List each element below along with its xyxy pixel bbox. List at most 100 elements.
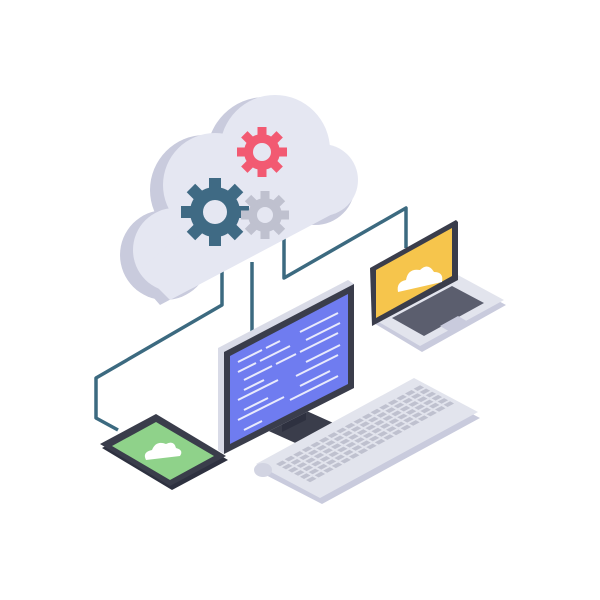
laptop-icon xyxy=(370,220,506,352)
keyboard-key xyxy=(284,455,296,462)
cloud-icon xyxy=(144,442,182,460)
keyboard-key xyxy=(349,453,360,459)
keyboard-key xyxy=(299,454,310,460)
keyboard-key xyxy=(443,401,455,407)
keyboard-key xyxy=(306,476,317,483)
keyboard-key xyxy=(400,424,412,431)
keyboard-key xyxy=(370,408,382,415)
keyboard-key xyxy=(302,465,314,472)
cloud-icon xyxy=(120,95,358,305)
keyboard-key xyxy=(319,437,330,443)
keyboard-keys xyxy=(276,385,455,483)
keyboard-key xyxy=(362,432,374,439)
keyboard-key xyxy=(313,452,325,459)
gear-icon-red xyxy=(226,116,298,188)
keyboard-key xyxy=(317,463,328,470)
keyboard-key xyxy=(334,454,345,461)
cloud-icon xyxy=(397,266,443,292)
keyboard-key xyxy=(408,401,419,407)
keyboard-key xyxy=(294,470,305,476)
keyboard-key xyxy=(376,412,388,418)
keyboard-key xyxy=(405,409,417,415)
keyboard-key xyxy=(331,462,343,469)
keyboard-key xyxy=(308,468,320,475)
keyboard-key xyxy=(385,407,396,413)
keyboard-key xyxy=(402,397,413,404)
keyboard-key xyxy=(388,418,400,425)
keyboard-key xyxy=(397,413,408,420)
keyboard-key xyxy=(405,390,416,396)
keyboard-key xyxy=(319,456,331,462)
gear-icon-grey xyxy=(231,181,299,249)
keyboard-key xyxy=(290,459,302,465)
keyboard-key xyxy=(350,426,362,432)
keyboard-key xyxy=(435,406,446,412)
keyboard-key xyxy=(409,420,420,426)
keyboard-key xyxy=(371,427,382,434)
keyboard-key xyxy=(362,413,373,420)
keyboard-key xyxy=(288,466,299,473)
keyboard-key xyxy=(423,399,434,406)
keyboard-key xyxy=(411,412,423,418)
keyboard-key xyxy=(383,434,394,440)
keyboard-key xyxy=(310,441,321,448)
keyboard-key xyxy=(403,416,414,423)
connector-tablet xyxy=(94,265,224,432)
keyboard-key xyxy=(336,427,347,434)
keyboard-key xyxy=(426,410,437,417)
keyboard-key xyxy=(325,459,337,465)
keyboard-key xyxy=(343,449,354,456)
keyboard-key xyxy=(345,441,357,448)
keyboard-key xyxy=(413,385,425,391)
keyboard-key xyxy=(339,438,351,445)
keyboard-key xyxy=(396,394,407,401)
keyboard-key xyxy=(307,449,319,456)
keyboard-key xyxy=(431,394,443,401)
keyboard-key xyxy=(323,467,334,473)
keyboard-key xyxy=(386,426,397,432)
keyboard-key xyxy=(337,446,348,453)
keyboard-key xyxy=(316,444,327,451)
keyboard-key xyxy=(382,415,394,421)
keyboard-key xyxy=(331,443,342,450)
keyboard-key xyxy=(368,435,380,442)
keyboard-key xyxy=(353,418,364,424)
keyboard-key xyxy=(414,404,425,410)
keyboard-key xyxy=(391,410,402,417)
keyboard-key xyxy=(340,457,351,464)
keyboard-key xyxy=(411,393,422,399)
keyboard-key xyxy=(276,460,287,467)
keyboard-key xyxy=(327,432,339,438)
tablet-icon xyxy=(100,414,228,490)
keyboard-key xyxy=(379,404,390,410)
keyboard-key xyxy=(333,435,345,442)
keyboard-key xyxy=(399,405,411,412)
keyboard-key xyxy=(322,448,333,454)
keyboard-key xyxy=(380,423,391,429)
keyboard-key xyxy=(417,396,428,403)
keyboard-key xyxy=(425,391,437,398)
connector-laptop xyxy=(282,206,408,280)
keyboard-key xyxy=(365,424,376,431)
keyboard-key xyxy=(368,416,379,423)
keyboard-key xyxy=(328,451,339,457)
keyboard-key xyxy=(387,399,399,406)
keyboard-key xyxy=(393,402,405,409)
keyboard-key xyxy=(437,398,449,404)
keyboard-key xyxy=(300,473,311,479)
keyboard-key xyxy=(374,438,386,445)
keyboard-key xyxy=(351,445,363,451)
keyboard-key xyxy=(419,388,431,395)
keyboard-key xyxy=(356,429,368,435)
keyboard-key xyxy=(357,448,369,454)
keyboard-key xyxy=(359,421,370,428)
keyboard-key xyxy=(344,422,356,429)
keyboard-key xyxy=(301,446,313,453)
keyboard-key xyxy=(348,434,359,440)
network-connectors xyxy=(94,206,408,432)
keyboard-icon xyxy=(254,378,480,504)
keyboard-key xyxy=(342,430,353,437)
code-lines xyxy=(237,312,341,431)
keyboard-key xyxy=(296,462,308,468)
